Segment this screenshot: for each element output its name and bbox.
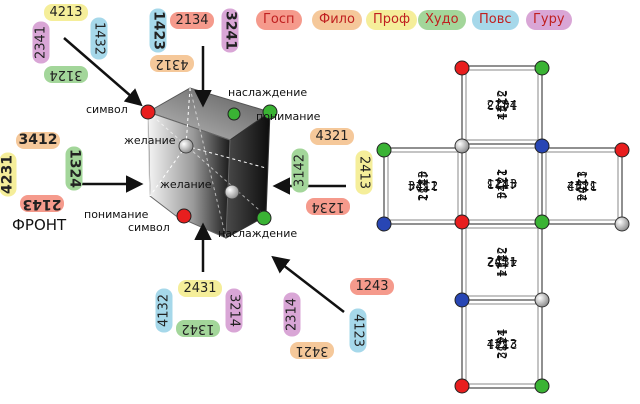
chip-1243: 1243 <box>350 278 394 295</box>
chip-4132: 4132 <box>155 288 173 333</box>
label-ponimanie-left: понимание <box>84 208 149 221</box>
net-code: 4132 <box>487 255 518 269</box>
label-naslazhdenie-bottom: наслаждение <box>218 227 298 240</box>
net-code: 2341 <box>487 337 518 351</box>
net-code: 4312 <box>495 90 509 121</box>
legend-guru: Гуру <box>526 10 572 30</box>
chip-1324: 1324 <box>65 146 83 191</box>
net-code: 2134 <box>487 98 518 112</box>
chip-2431: 2431 <box>178 280 222 297</box>
cube-dot-simvol-bottom <box>176 208 192 224</box>
net-code: 3421 <box>495 169 509 200</box>
label-simvol-top: символ <box>86 103 128 116</box>
chip-1423: 1423 <box>149 8 167 53</box>
legend-filo: Фило <box>312 10 362 30</box>
arrow-bottom-right <box>271 255 345 313</box>
legend-hudo: Худо <box>418 10 466 30</box>
label-zhelanie-left: желание <box>124 134 176 147</box>
legend-prof: Проф <box>366 10 418 30</box>
cube-dot-zhelanie-left <box>178 138 194 154</box>
net-code: 4231 <box>416 171 430 202</box>
chip-4123: 4123 <box>349 308 367 353</box>
label-simvol-bottom: символ <box>128 221 170 234</box>
legend-povs: Повс <box>472 10 519 30</box>
net-code: 1243 <box>487 177 518 191</box>
chip-1234: 1234 <box>306 198 350 215</box>
cube-dot-simvol-top <box>140 104 156 120</box>
net-code: 4213 <box>487 337 518 351</box>
net-code: 3142 <box>567 179 598 193</box>
shaded-cube <box>146 87 272 239</box>
net-code: 4123 <box>487 177 518 191</box>
arrow-top-left <box>63 37 143 107</box>
chip-4231: 4231 <box>0 152 17 197</box>
label-ponimanie-right: понимание <box>256 110 321 123</box>
legend-gosp: Госп <box>256 10 302 30</box>
chip-3241: 3241 <box>221 8 239 53</box>
chip-4321: 4321 <box>310 128 354 145</box>
chip-3421: 3421 <box>290 342 334 359</box>
net-code: 3124 <box>495 329 509 360</box>
net-code: 2314 <box>495 169 509 200</box>
chip-3412: 3412 <box>16 132 60 149</box>
net-code: 1423 <box>487 98 518 112</box>
net-code: 2413 <box>575 171 589 202</box>
chip-4312: 4312 <box>150 55 194 72</box>
net-code: 3241 <box>495 90 509 121</box>
chip-2314: 2314 <box>283 292 301 337</box>
chip-2134: 2134 <box>170 12 214 29</box>
net-code: 1342 <box>495 247 509 278</box>
chip-1432: 1432 <box>90 17 108 60</box>
net-code: 4321 <box>567 179 598 193</box>
cube-dot-ponimanie <box>262 104 278 120</box>
arrows <box>63 37 346 313</box>
chip-4213: 4213 <box>44 4 88 21</box>
net-code: 2143 <box>416 171 430 202</box>
front-label: ФРОНТ <box>12 216 67 234</box>
chip-1342: 1342 <box>176 320 220 337</box>
net-code: 3412 <box>408 179 439 193</box>
chip-3124: 3124 <box>44 66 88 83</box>
chip-2143: 2143 <box>20 195 64 212</box>
chip-2413: 2413 <box>355 150 373 195</box>
chip-2341: 2341 <box>32 21 50 64</box>
net-code: 3214 <box>495 247 509 278</box>
net-code: 1432 <box>495 329 509 360</box>
cube-dot-naslazhdenie-bottom <box>256 210 272 226</box>
label-naslazhdenie-top: наслаждение <box>228 86 308 99</box>
cube-dot-zhelanie-center <box>224 184 240 200</box>
label-zhelanie-center: желание <box>160 178 212 191</box>
net-code: 2431 <box>487 255 518 269</box>
chip-3142: 3142 <box>291 148 309 193</box>
cube-dot-naslazhdenie-top <box>227 107 241 121</box>
chip-3214: 3214 <box>225 288 243 333</box>
net-code: 1234 <box>575 171 589 202</box>
net-code: 1324 <box>408 179 439 193</box>
